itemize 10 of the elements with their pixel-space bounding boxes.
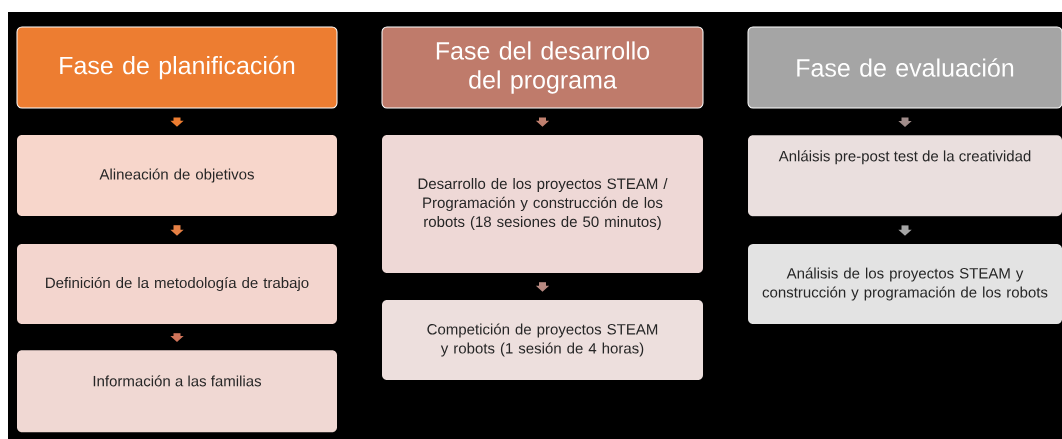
phase-header: Fase del desarrollo del programa xyxy=(381,26,704,109)
process-box: Información a las familias xyxy=(17,350,337,433)
process-box: Anláisis pre-post test de la creatividad xyxy=(748,135,1062,217)
process-box: Análisis de los proyectos STEAM y construcción y programación de los robots xyxy=(748,244,1062,324)
process-box: Alineación de objetivos xyxy=(17,135,337,216)
process-box: Desarrollo de los proyectos STEAM / Programación y construcción de los robots (18 sesiones de 50 minutos) xyxy=(382,135,703,273)
process-box: Competición de proyectos STEAM y robots (1 sesión de 4 horas) xyxy=(382,300,703,380)
phase-header: Fase de planificación xyxy=(16,26,338,109)
phase-header: Fase de evaluación xyxy=(747,26,1062,109)
process-box: Definición de la metodología de trabajo xyxy=(17,244,337,324)
